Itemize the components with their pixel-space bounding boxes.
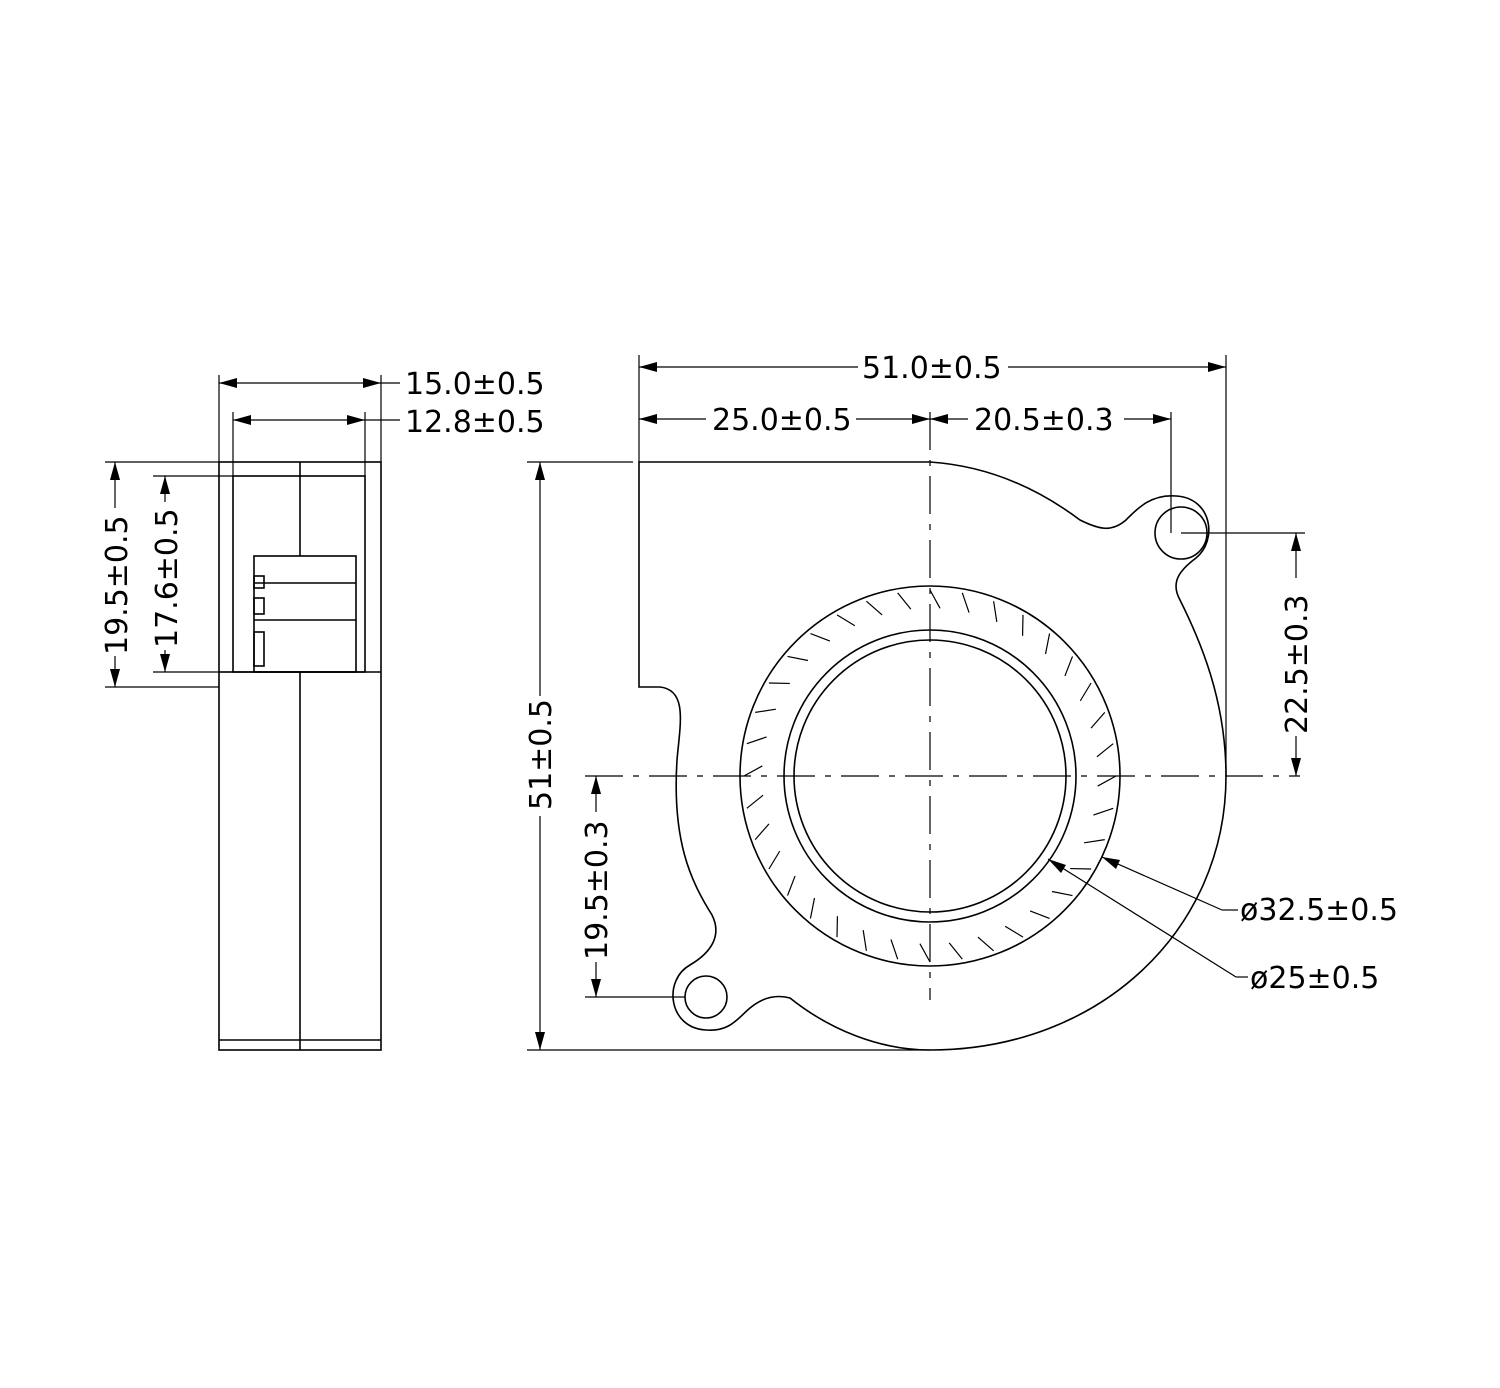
front-view: 51.0±0.5 25.0±0.5 20.5±0.3 51±0.5 19.5±0…: [524, 350, 1398, 1051]
dim-bottom-hole-height: 19.5±0.3: [580, 820, 615, 960]
impeller-blade: [743, 765, 763, 777]
dim-left-to-center: 25.0±0.5: [712, 403, 852, 438]
impeller-blade: [1004, 925, 1024, 938]
leader-outer-diameter: [1101, 856, 1223, 911]
impeller-blade: [1029, 910, 1050, 920]
impeller-blade: [787, 655, 809, 662]
impeller-blade: [929, 589, 941, 609]
impeller-blade: [890, 939, 899, 960]
impeller-blade: [1079, 682, 1092, 702]
impeller-blade: [746, 794, 764, 809]
dim-height-inner: 17.6±0.5: [150, 508, 185, 648]
impeller-blade: [746, 736, 767, 745]
impeller-blade: [1064, 656, 1074, 677]
impeller-blade: [754, 823, 770, 841]
impeller-blade: [865, 600, 883, 616]
impeller-blade: [1084, 839, 1105, 844]
impeller-blade: [897, 592, 912, 610]
dim-center-to-hole: 20.5±0.3: [974, 403, 1114, 438]
housing-outline: [638, 461, 1227, 1051]
dim-height-outer: 19.5±0.5: [100, 515, 135, 655]
impeller-blade: [1096, 743, 1114, 758]
side-outlet: [232, 475, 366, 673]
impeller-blade: [1090, 711, 1106, 729]
impeller-blade: [836, 614, 856, 627]
impeller-blade: [809, 897, 816, 919]
impeller-blade: [862, 930, 867, 951]
side-view: 15.0±0.5 12.8±0.5 19.5±0.5 17.6±0.5: [100, 367, 545, 1051]
impeller-blade: [810, 632, 831, 642]
impeller-blade: [948, 942, 963, 960]
impeller-blade: [786, 875, 796, 896]
dim-width-inner: 12.8±0.5: [405, 405, 545, 440]
bottom-mounting-hole: [684, 975, 728, 1019]
impeller-blades: [743, 589, 1117, 963]
impeller-blade: [977, 936, 995, 952]
impeller-blade: [961, 592, 970, 613]
impeller-blade: [755, 708, 776, 713]
side-connector: [253, 555, 357, 673]
dim-inner-diameter: ø25±0.5: [1250, 961, 1379, 996]
dim-overall-height: 51±0.5: [524, 699, 559, 810]
dim-top-hole-height: 22.5±0.3: [1280, 594, 1315, 734]
impeller-blade: [1051, 890, 1073, 897]
impeller-blade: [919, 943, 931, 963]
impeller-blade: [1097, 775, 1117, 787]
impeller-blade: [1044, 633, 1051, 655]
leader-inner-diameter: [1047, 858, 1237, 978]
dim-outer-diameter: ø32.5±0.5: [1240, 893, 1398, 928]
dim-overall-width: 51.0±0.5: [862, 351, 1002, 386]
dim-width-outer: 15.0±0.5: [405, 367, 545, 402]
impeller-blade: [993, 601, 998, 622]
impeller-blade: [768, 850, 781, 870]
impeller-blade: [1093, 807, 1114, 816]
